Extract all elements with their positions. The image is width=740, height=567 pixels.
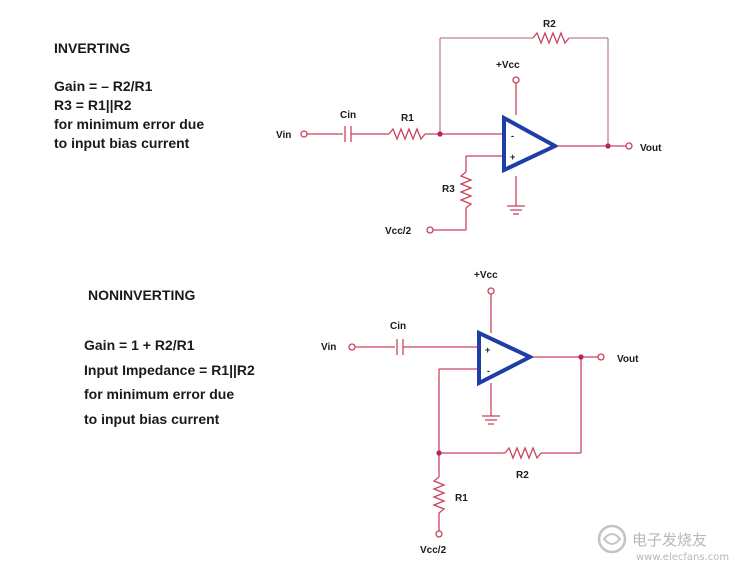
noninverting-description: Gain = 1 + R2/R1 Input Impedance = R1||R… xyxy=(84,333,255,431)
watermark: 电子发烧友 www.elecfans.com xyxy=(597,524,729,563)
inverting-r3-formula: R3 = R1||R2 xyxy=(54,97,132,113)
noninv-r1-label: R1 xyxy=(455,493,468,504)
noninv-vcc2-label: Vcc/2 xyxy=(420,545,447,556)
inv-resistor-r3 xyxy=(459,171,473,209)
inverting-circuit: Vin Cin R1 R2 +Vcc R3 Vcc/2 xyxy=(276,19,662,237)
watermark-url: www.elecfans.com xyxy=(636,552,729,563)
noninv-node-output xyxy=(578,354,584,360)
noninverting-note-line1: for minimum error due xyxy=(84,386,235,402)
noninv-vout-terminal xyxy=(597,353,605,361)
noninv-node-feedback xyxy=(436,450,442,456)
noninv-capacitor-cin xyxy=(396,339,404,355)
noninv-ground-icon xyxy=(482,415,500,425)
inv-resistor-r1 xyxy=(388,127,426,141)
noninverting-impedance-formula: Input Impedance = R1||R2 xyxy=(84,361,255,378)
noninv-vcc2-terminal xyxy=(435,530,443,538)
noninverting-note-line2: to input bias current xyxy=(84,410,220,427)
inv-opamp xyxy=(502,114,560,174)
noninv-opamp xyxy=(477,329,535,387)
inv-resistor-r2 xyxy=(532,31,570,45)
noninv-r2-label: R2 xyxy=(516,470,529,481)
inv-vin-terminal xyxy=(300,130,308,138)
noninv-minus-pin: - xyxy=(487,366,490,376)
inv-r2-label: R2 xyxy=(543,19,556,30)
inverting-description: Gain = – R2/R1 R3 = R1||R2 for minimum e… xyxy=(54,77,204,153)
inv-cin-label: Cin xyxy=(340,110,356,121)
inv-minus-pin: - xyxy=(511,131,514,141)
inverting-note-line1: for minimum error due xyxy=(54,116,205,132)
noninv-plus-pin: + xyxy=(485,345,490,355)
inv-node-output xyxy=(605,143,611,149)
noninv-resistor-r1 xyxy=(432,476,446,514)
noninv-vcc-label: +Vcc xyxy=(474,270,498,281)
inv-r3-label: R3 xyxy=(442,184,455,195)
noninverting-heading: NONINVERTING xyxy=(88,287,196,303)
inv-r1-label: R1 xyxy=(401,113,414,124)
inv-vcc2-terminal xyxy=(426,226,434,234)
noninv-resistor-r2 xyxy=(504,446,542,460)
inv-vout-terminal xyxy=(625,142,633,150)
watermark-logo-icon xyxy=(597,524,627,554)
noninv-vin-label: Vin xyxy=(321,342,336,353)
noninverting-circuit: +Vcc Vin Cin R2 R1 Vcc/2 xyxy=(321,270,639,556)
noninv-vcc-terminal xyxy=(487,287,495,295)
inv-plus-pin: + xyxy=(510,152,515,162)
inv-vcc-label: +Vcc xyxy=(496,60,520,71)
inverting-heading: INVERTING xyxy=(54,40,131,56)
inverting-note-line2: to input bias current xyxy=(54,135,190,151)
inv-vout-label: Vout xyxy=(640,143,662,154)
inv-node-minus xyxy=(437,131,443,137)
noninv-vout-label: Vout xyxy=(617,354,639,365)
noninv-cin-label: Cin xyxy=(390,321,406,332)
inverting-gain-formula: Gain = – R2/R1 xyxy=(54,78,153,94)
inv-vcc-terminal xyxy=(512,76,520,84)
inv-capacitor-cin xyxy=(344,126,352,142)
watermark-text: 电子发烧友 xyxy=(632,531,707,549)
noninv-vin-terminal xyxy=(348,343,356,351)
inv-vcc2-label: Vcc/2 xyxy=(385,226,412,237)
inv-vin-label: Vin xyxy=(276,130,291,141)
inv-ground-icon xyxy=(507,205,525,215)
noninverting-gain-formula: Gain = 1 + R2/R1 xyxy=(84,337,195,353)
